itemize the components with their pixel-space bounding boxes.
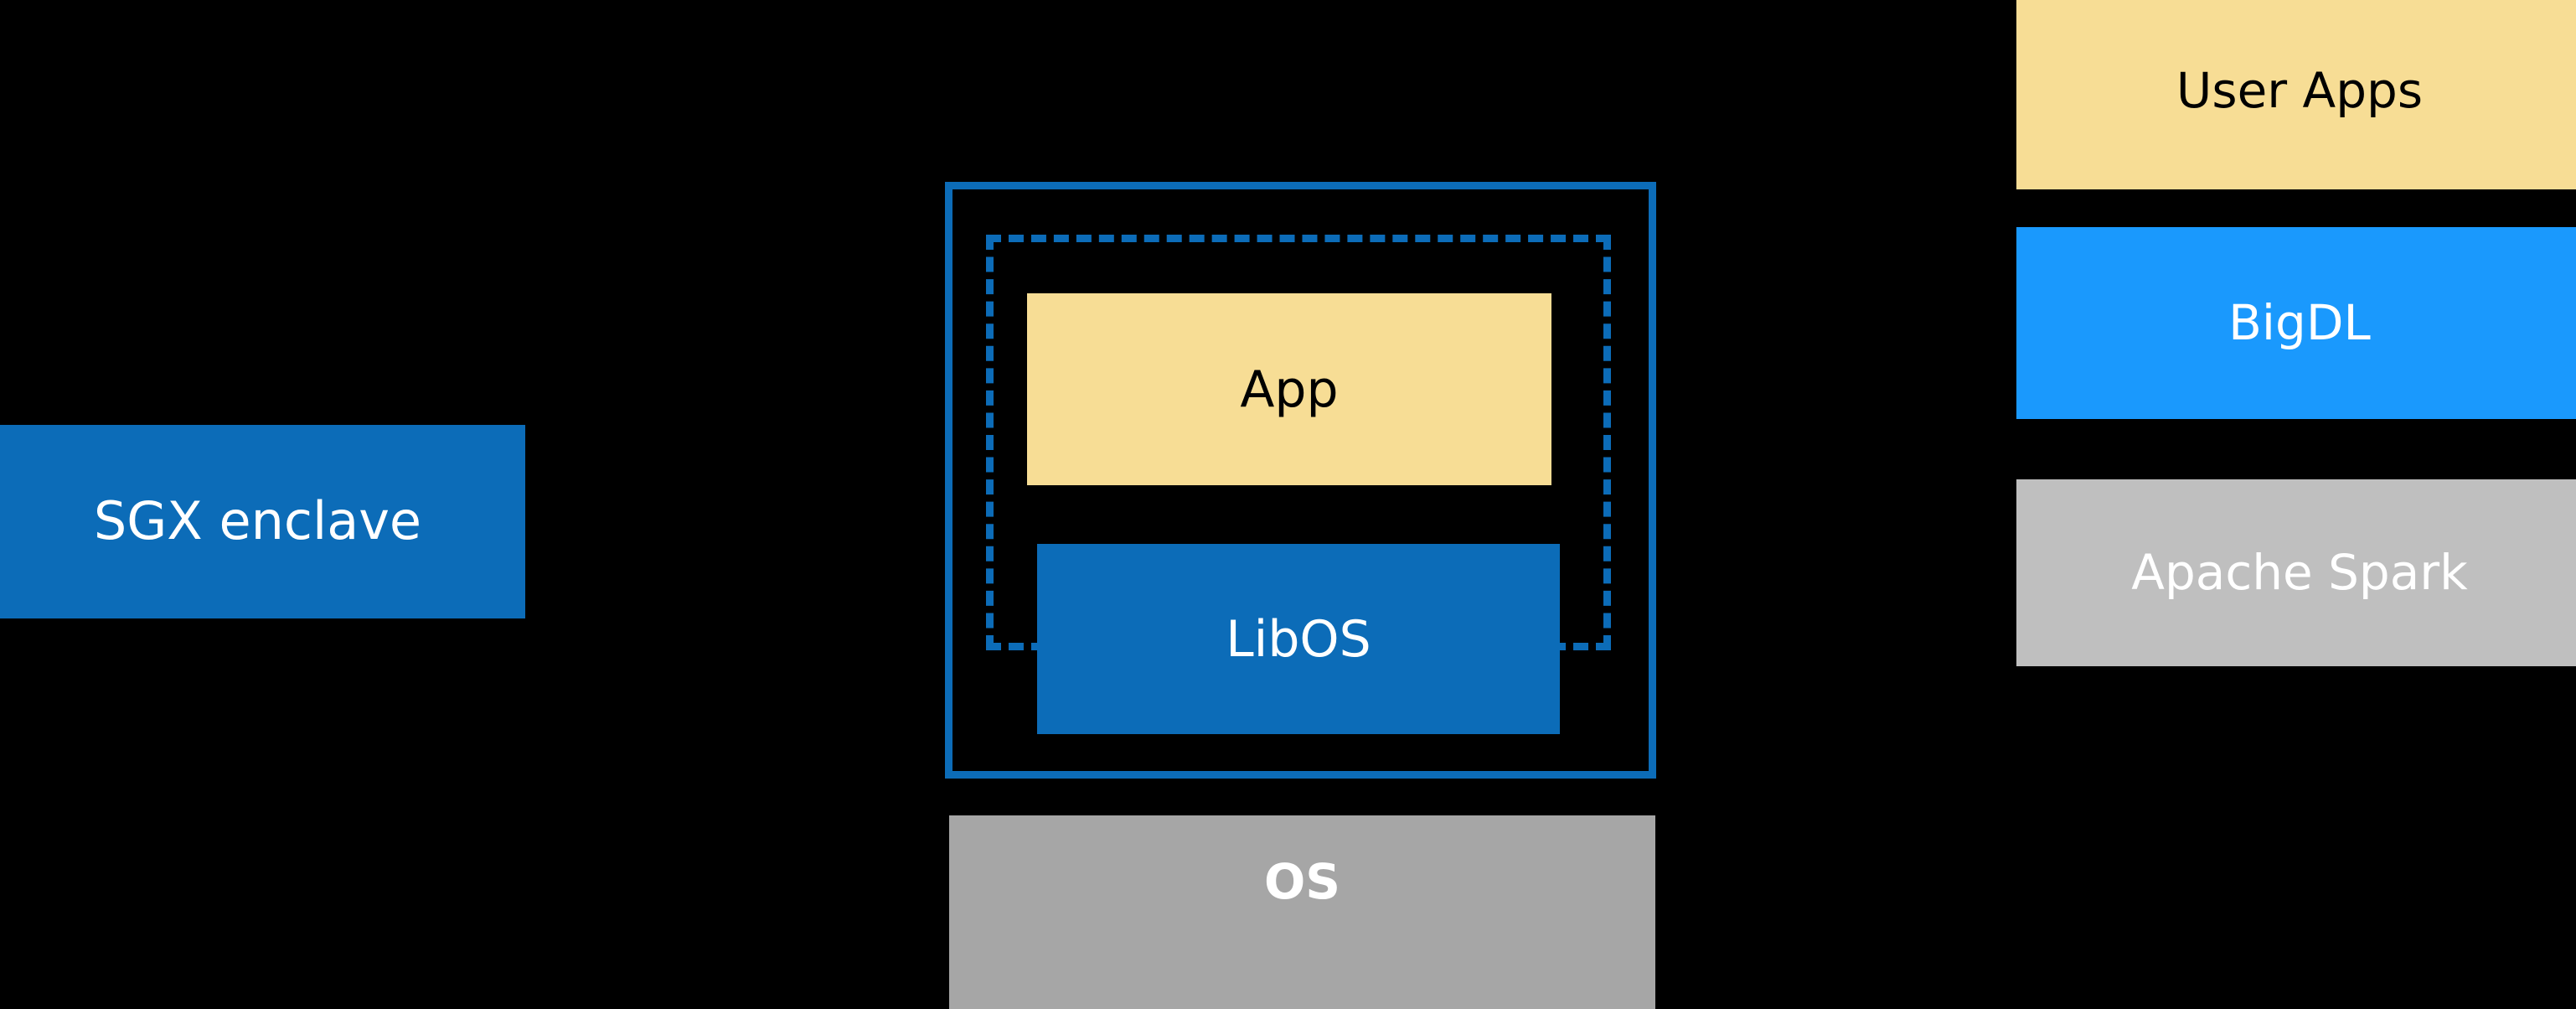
connector-sgx-to-enclave xyxy=(525,511,945,517)
apache-spark-box[interactable]: Apache Spark xyxy=(2016,479,2576,666)
user-apps-label: User Apps xyxy=(2176,62,2424,120)
os-box[interactable]: OS xyxy=(949,815,1655,1009)
sgx-enclave-box[interactable]: SGX enclave xyxy=(0,425,525,618)
user-apps-box[interactable]: User Apps xyxy=(2016,0,2576,189)
sgx-enclave-label: SGX enclave xyxy=(93,490,422,552)
os-label: OS xyxy=(1263,853,1341,910)
libos-label: LibOS xyxy=(1226,609,1371,669)
bigdl-box[interactable]: BigDL xyxy=(2016,227,2576,419)
apache-spark-label: Apache Spark xyxy=(2131,543,2468,601)
app-box[interactable]: App xyxy=(1027,293,1551,485)
bigdl-label: BigDL xyxy=(2228,293,2371,351)
enclave-container-box xyxy=(945,182,1656,779)
app-label: App xyxy=(1240,360,1339,419)
libos-box[interactable]: LibOS xyxy=(1037,544,1560,734)
